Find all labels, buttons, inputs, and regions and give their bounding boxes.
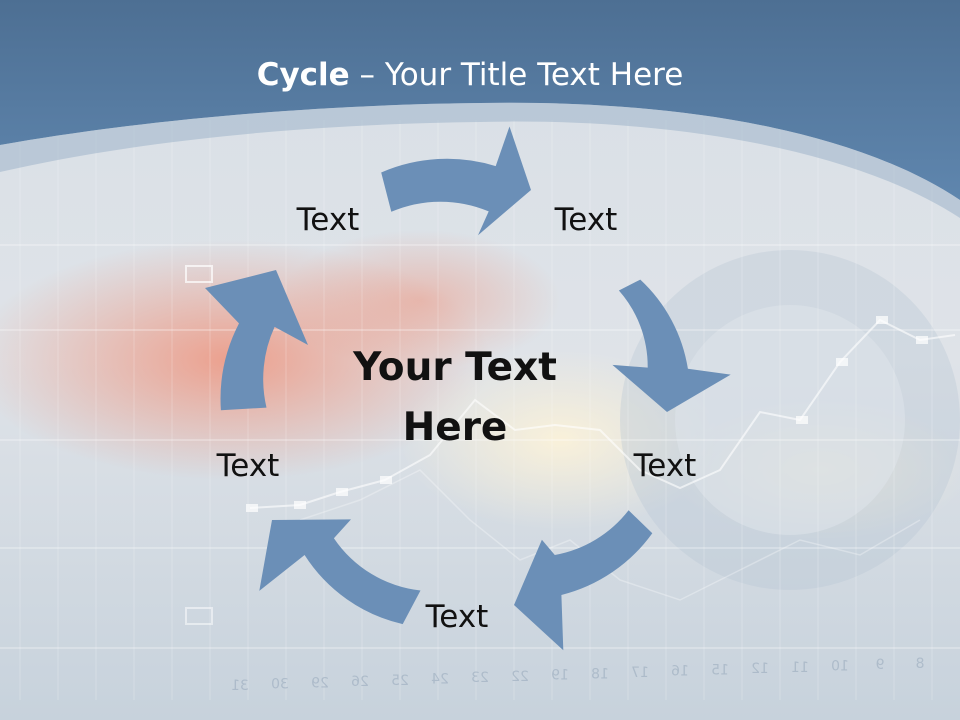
background-number: 23 — [471, 670, 489, 686]
node-label-bottom: Text — [425, 599, 489, 635]
background-number: 22 — [511, 669, 529, 685]
background-number: 16 — [671, 664, 689, 680]
node-label-top-left: Text — [296, 202, 360, 238]
node-label-top-right: Text — [554, 202, 618, 238]
background-number: 10 — [831, 659, 849, 675]
background-number: 15 — [711, 662, 729, 678]
background-number: 29 — [311, 675, 329, 691]
cycle-arrow-3 — [514, 510, 653, 651]
cycle-arrow-1 — [381, 126, 531, 236]
node-label-left: Text — [216, 448, 280, 484]
background-number: 9 — [876, 657, 885, 673]
background-number: 12 — [751, 661, 769, 677]
center-text-line-1: Your Text — [353, 345, 557, 390]
cycle-arrow-4 — [259, 519, 421, 625]
title-rest-part: – Your Title Text Here — [349, 57, 684, 93]
background-number: 24 — [431, 672, 449, 688]
background-number: 18 — [591, 666, 609, 682]
background-number: 26 — [351, 674, 369, 690]
title-bold-part: Cycle — [256, 57, 350, 93]
background-number: 11 — [791, 660, 809, 676]
node-label-right: Text — [633, 448, 697, 484]
background-number: 31 — [231, 678, 249, 694]
center-text-line-2: Here — [402, 405, 508, 450]
slide-title: Cycle – Your Title Text Here — [0, 55, 940, 95]
background-number: 25 — [391, 673, 409, 689]
cycle-arrow-5 — [205, 270, 308, 411]
center-text: Your Text Here — [330, 338, 580, 458]
background-number: 17 — [631, 665, 649, 681]
cycle-arrow-2 — [612, 279, 731, 412]
background-number: 30 — [271, 677, 289, 693]
background-number: 19 — [551, 668, 569, 684]
background-number: 8 — [916, 656, 925, 672]
